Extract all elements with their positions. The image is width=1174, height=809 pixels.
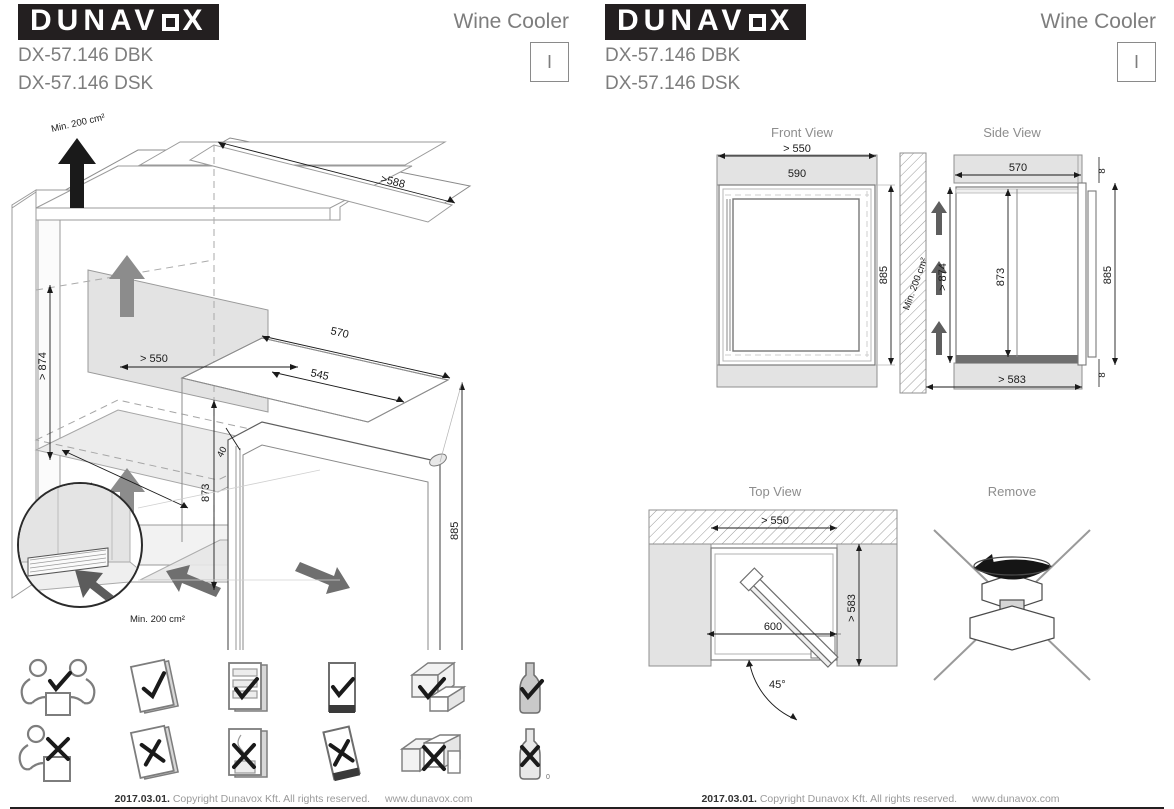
- dunavox-logo: DUNAV X: [18, 4, 220, 40]
- front-dim-unit-height: 885: [878, 266, 890, 284]
- dim-unit-gap: 40: [215, 445, 230, 460]
- front-view-title: Front View: [771, 125, 834, 140]
- side-dim-gap-bottom: 8: [1097, 372, 1108, 377]
- pictogram-row-allowed: [16, 655, 572, 721]
- model-list-right: DX-57.146 DBK DX-57.146 DSK: [605, 42, 740, 97]
- model-2: DX-57.146 DSK: [18, 72, 154, 94]
- vent-label-top: Min. 200 cm²: [50, 112, 106, 135]
- product-type-label-right: Wine Cooler: [1040, 10, 1156, 33]
- right-panel: DUNAV X DX-57.146 DBK DX-57.146 DSK Wine …: [587, 0, 1174, 809]
- isometric-installation-drawing: >588 > 550 > 874 > 550 545 570 873 40 88…: [11, 112, 472, 650]
- logo-text-part2: X: [182, 4, 208, 37]
- side-dim-unit-depth: 570: [1009, 162, 1027, 174]
- page-indicator-right: I: [1117, 42, 1156, 82]
- front-dim-unit-width: 590: [788, 168, 806, 180]
- top-view-drawing: Top View 4: [648, 484, 898, 721]
- bottle-empty-not-icon: 0: [488, 723, 572, 787]
- top-dim-niche-depth: > 583: [846, 594, 858, 622]
- pictogram-row-forbidden: 0: [16, 721, 572, 787]
- model-1: DX-57.146 DBK: [18, 45, 154, 66]
- two-person-lift-ok-icon: [16, 657, 100, 721]
- wine-list-document-not-icon: [205, 723, 289, 787]
- side-dim-niche-depth: > 583: [998, 374, 1026, 386]
- footer-date-right: 2017.03.01.: [701, 793, 757, 805]
- footer-divider: [10, 807, 1164, 809]
- top-view-title: Top View: [749, 484, 802, 499]
- logo-square-icon: [162, 14, 180, 31]
- footer-website: www.dunavox.com: [385, 793, 473, 805]
- dim-width-niche: > 550: [140, 353, 168, 365]
- model-2-right: DX-57.146 DSK: [605, 72, 741, 94]
- footer-date: 2017.03.01.: [114, 793, 170, 805]
- side-dim-niche-height: > 874: [937, 263, 949, 291]
- bottle-full-ok-icon: [488, 657, 572, 721]
- dim-unit-depth-top: 545: [309, 367, 330, 383]
- freestanding-cabinet-not-icon: [394, 723, 478, 787]
- tilt-unit-not-icon: [299, 723, 383, 787]
- side-dim-body-height: 873: [995, 268, 1007, 286]
- dim-body-height: 873: [200, 484, 212, 502]
- footer-copyright: Copyright Dunavox Kft. All rights reserv…: [172, 793, 371, 805]
- built-in-cabinet-ok-icon: [394, 657, 478, 721]
- dunavox-logo-right: DUNAV X: [605, 4, 807, 40]
- model-1-right: DX-57.146 DBK: [605, 45, 741, 66]
- logo-text-part2-right: X: [769, 4, 795, 37]
- side-view-title: Side View: [983, 125, 1041, 140]
- footer-website-right: www.dunavox.com: [972, 793, 1060, 805]
- pictogram-grid: 0: [16, 655, 572, 787]
- remove-view-drawing: Remove: [933, 484, 1091, 681]
- side-view-drawing: Side View Min. 200: [899, 125, 1118, 394]
- top-dim-unit-width: 600: [764, 621, 782, 633]
- logo-square-icon-right: [749, 14, 767, 31]
- wine-list-document-ok-icon: [205, 657, 289, 721]
- left-panel: DUNAV X DX-57.146 DBK DX-57.146 DSK Wine …: [0, 4, 587, 805]
- footer-left: 2017.03.01. Copyright Dunavox Kft. All r…: [0, 793, 587, 805]
- page-indicator: I: [530, 42, 569, 82]
- remove-view-title: Remove: [988, 484, 1036, 499]
- dim-unit-depth: 570: [329, 325, 350, 341]
- one-person-lift-not-icon: [16, 723, 100, 787]
- footer-copyright-right: Copyright Dunavox Kft. All rights reserv…: [759, 793, 958, 805]
- product-type-label: Wine Cooler: [453, 10, 569, 33]
- top-dim-niche-width: > 550: [761, 515, 789, 527]
- dim-height-niche: > 874: [37, 352, 49, 380]
- vent-label-bottom: Min. 200 cm²: [130, 614, 185, 625]
- dim-unit-height-total: 885: [449, 522, 461, 540]
- footer-right: 2017.03.01. Copyright Dunavox Kft. All r…: [587, 793, 1174, 805]
- ignore-manual-not-icon: [110, 723, 194, 787]
- front-view-drawing: Front View: [716, 125, 895, 388]
- top-dim-door-angle: 45°: [769, 679, 786, 691]
- detail-callout-circle: [17, 469, 340, 608]
- side-dim-unit-height: 885: [1102, 266, 1114, 284]
- keep-upright-ok-icon: [299, 657, 383, 721]
- svg-text:0: 0: [546, 774, 550, 781]
- dim-depth-niche: >588: [379, 173, 406, 191]
- logo-text-part1: DUNAV: [30, 4, 160, 37]
- side-dim-gap-top: 8: [1097, 168, 1108, 173]
- read-manual-ok-icon: [110, 657, 194, 721]
- logo-text-part1-right: DUNAV: [617, 4, 747, 37]
- front-dim-niche-width: > 550: [783, 143, 811, 155]
- model-list: DX-57.146 DBK DX-57.146 DSK: [18, 42, 153, 97]
